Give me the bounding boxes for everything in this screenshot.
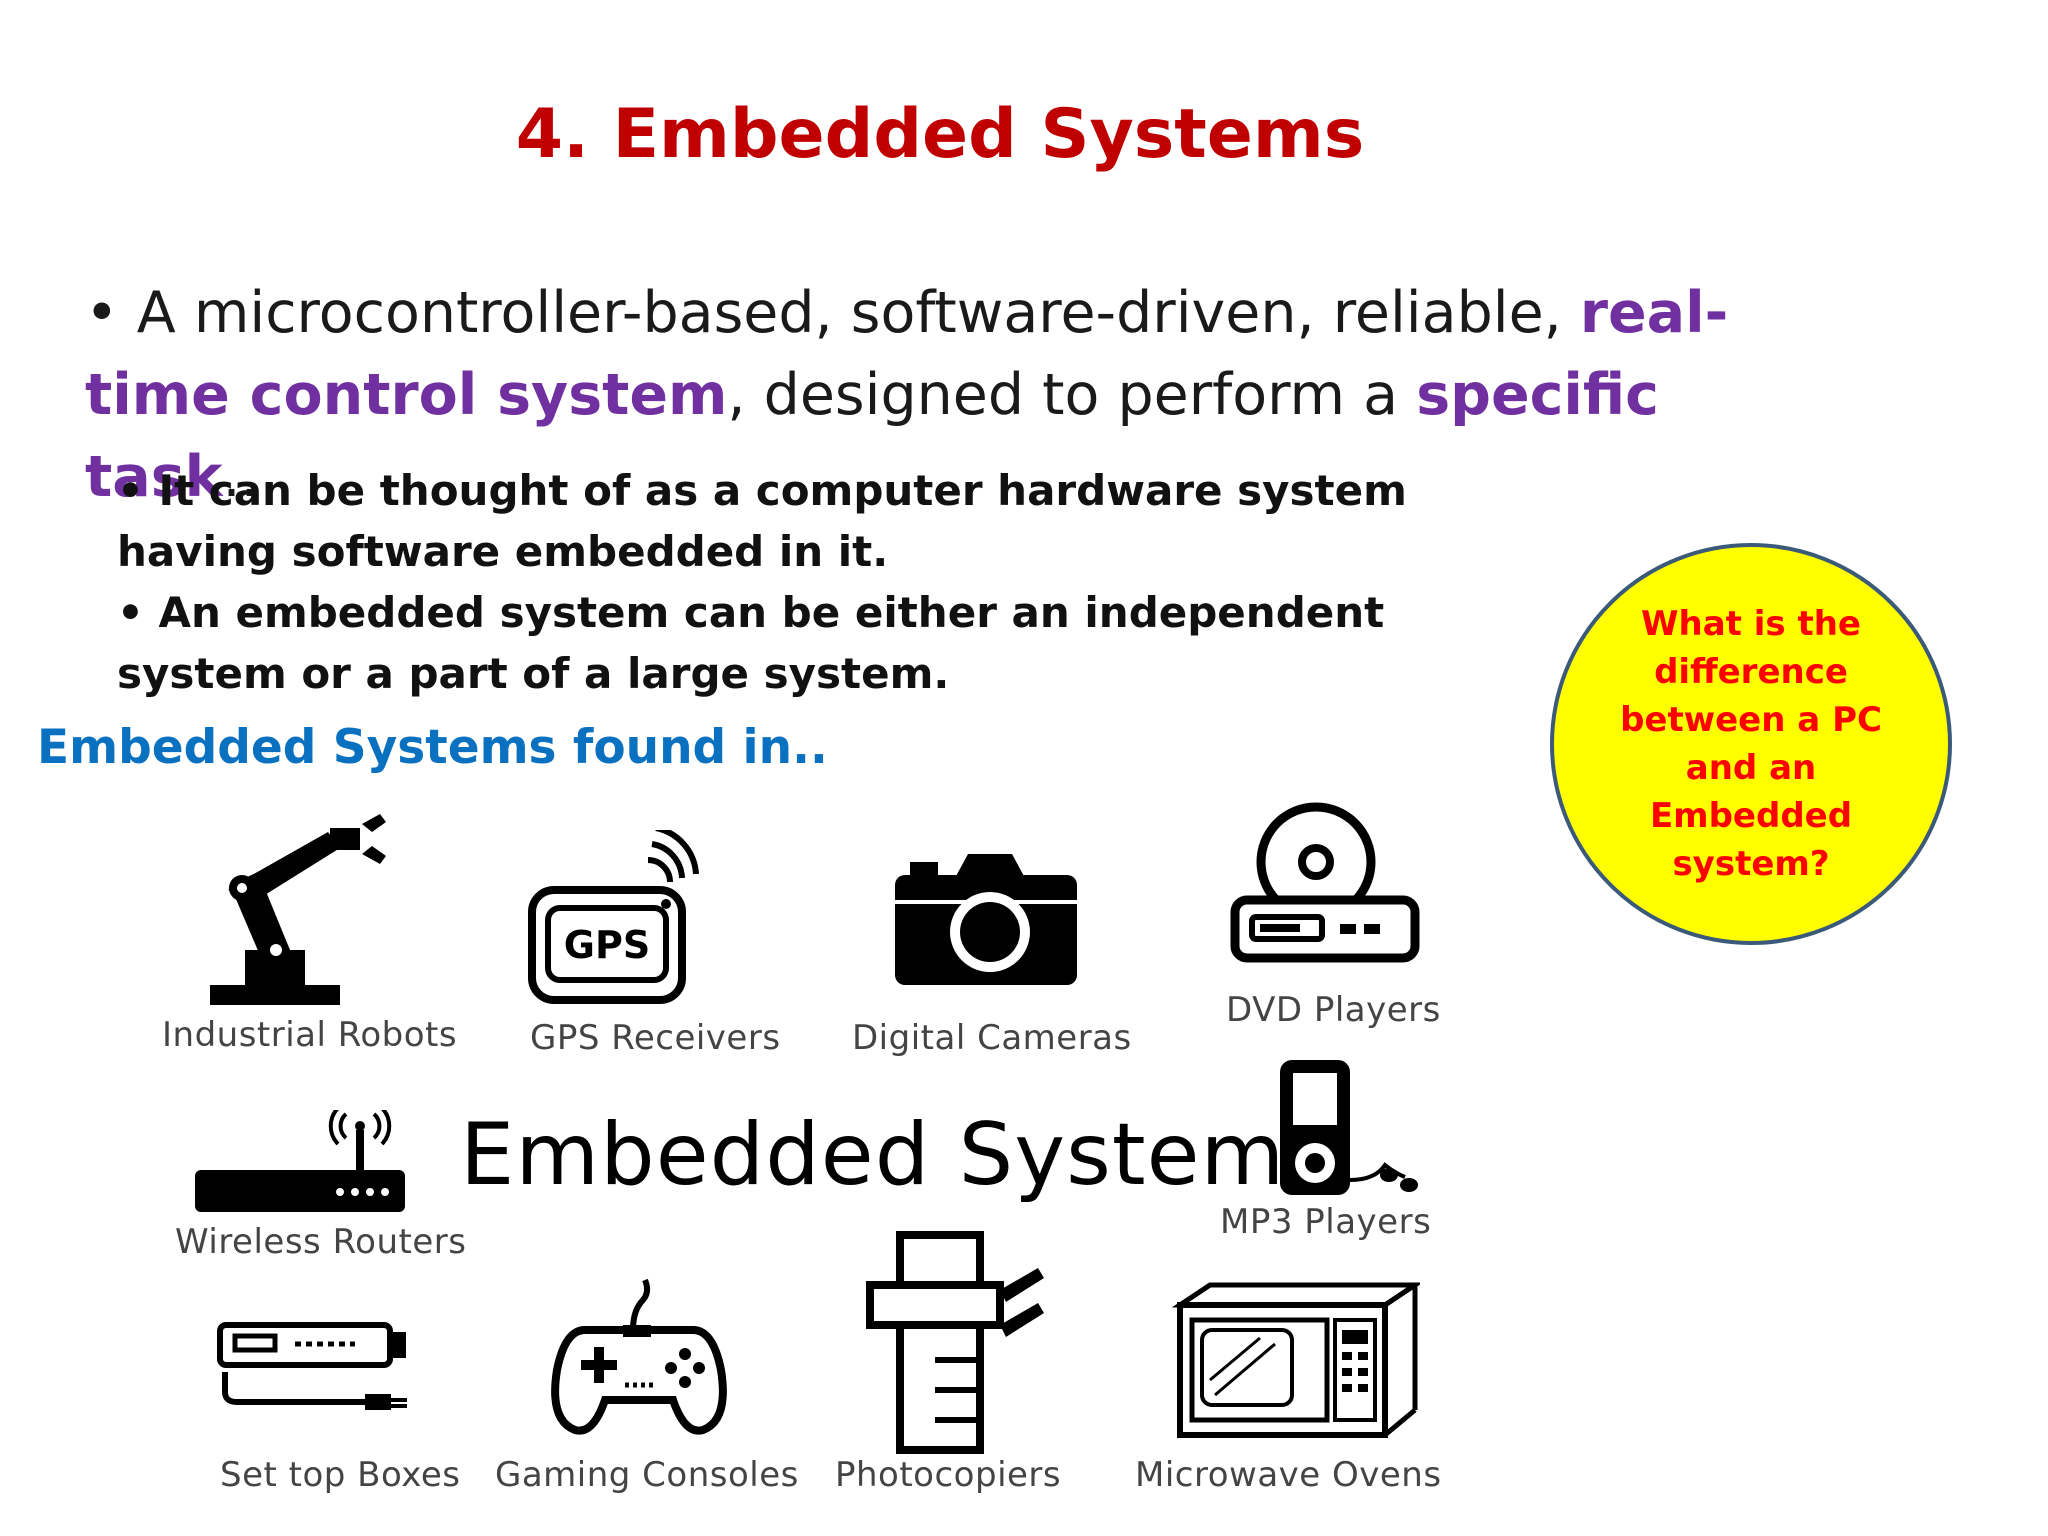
sub-bullets: • It can be thought of as a computer har… bbox=[117, 460, 1537, 704]
sub-bullet-1: • It can be thought of as a computer har… bbox=[117, 466, 1407, 576]
device-dvd-players: DVD Players bbox=[1150, 790, 1470, 1045]
device-digital-cameras: Digital Cameras bbox=[830, 790, 1132, 1065]
set-top-box-icon bbox=[217, 1322, 407, 1410]
device-label: MP3 Players bbox=[1220, 1202, 1432, 1242]
mp3-player-icon bbox=[1280, 1060, 1418, 1195]
sub-bullet-2: • An embedded system can be either an in… bbox=[117, 588, 1385, 698]
devices-illustration: Industrial Robots GPS GPS Receivers Digi… bbox=[150, 790, 1470, 1520]
slide-title: 4. Embedded Systems bbox=[515, 95, 1365, 174]
device-microwave-ovens: Microwave Ovens bbox=[1110, 1280, 1450, 1520]
device-label: DVD Players bbox=[1226, 990, 1441, 1030]
question-bubble: What is the difference between a PC and … bbox=[1550, 543, 1952, 945]
device-label: Set top Boxes bbox=[220, 1455, 461, 1495]
gps-receiver-icon: GPS bbox=[528, 830, 699, 1004]
dvd-player-icon bbox=[1230, 802, 1420, 963]
main-text-part2: , designed to perform a bbox=[727, 362, 1417, 428]
device-gaming-consoles: Gaming Consoles bbox=[490, 1270, 810, 1520]
main-bullet: • A microcontroller-based, software-driv… bbox=[85, 272, 1745, 518]
main-text-part3: .. bbox=[222, 444, 259, 510]
question-text: What is the difference between a PC and … bbox=[1620, 604, 1882, 884]
robot-arm-icon bbox=[210, 814, 386, 1005]
highlight-specific-task: specific task bbox=[85, 362, 1659, 510]
device-gps-receivers: GPS GPS Receivers bbox=[500, 790, 800, 1065]
gamepad-icon bbox=[551, 1278, 727, 1435]
device-mp3-players: MP3 Players bbox=[1200, 1055, 1480, 1295]
device-label: Photocopiers bbox=[835, 1455, 1062, 1495]
device-wireless-routers: Wireless Routers bbox=[150, 1090, 470, 1290]
photocopier-icon bbox=[866, 1231, 1044, 1454]
device-label: Digital Cameras bbox=[852, 1018, 1132, 1058]
router-icon bbox=[195, 1110, 405, 1212]
microwave-icon bbox=[1171, 1282, 1420, 1438]
main-text-part1: A microcontroller-based, software-driven… bbox=[118, 280, 1580, 346]
device-label: Industrial Robots bbox=[162, 1015, 458, 1055]
device-label: Microwave Ovens bbox=[1135, 1455, 1442, 1495]
bullet-mark: • bbox=[85, 280, 119, 346]
device-set-top-boxes: Set top Boxes bbox=[150, 1295, 480, 1520]
center-title: Embedded Systems bbox=[460, 1105, 1332, 1205]
found-in-heading: Embedded Systems found in.. bbox=[37, 720, 828, 775]
camera-icon bbox=[895, 854, 1077, 985]
device-photocopiers: Photocopiers bbox=[830, 1230, 1100, 1520]
device-industrial-robots: Industrial Robots bbox=[150, 790, 470, 1060]
highlight-realtime: real-time control system bbox=[85, 280, 1729, 428]
device-label: Wireless Routers bbox=[175, 1222, 467, 1262]
device-label: Gaming Consoles bbox=[495, 1455, 799, 1495]
gps-text: GPS bbox=[564, 923, 650, 967]
device-label: GPS Receivers bbox=[530, 1018, 781, 1058]
